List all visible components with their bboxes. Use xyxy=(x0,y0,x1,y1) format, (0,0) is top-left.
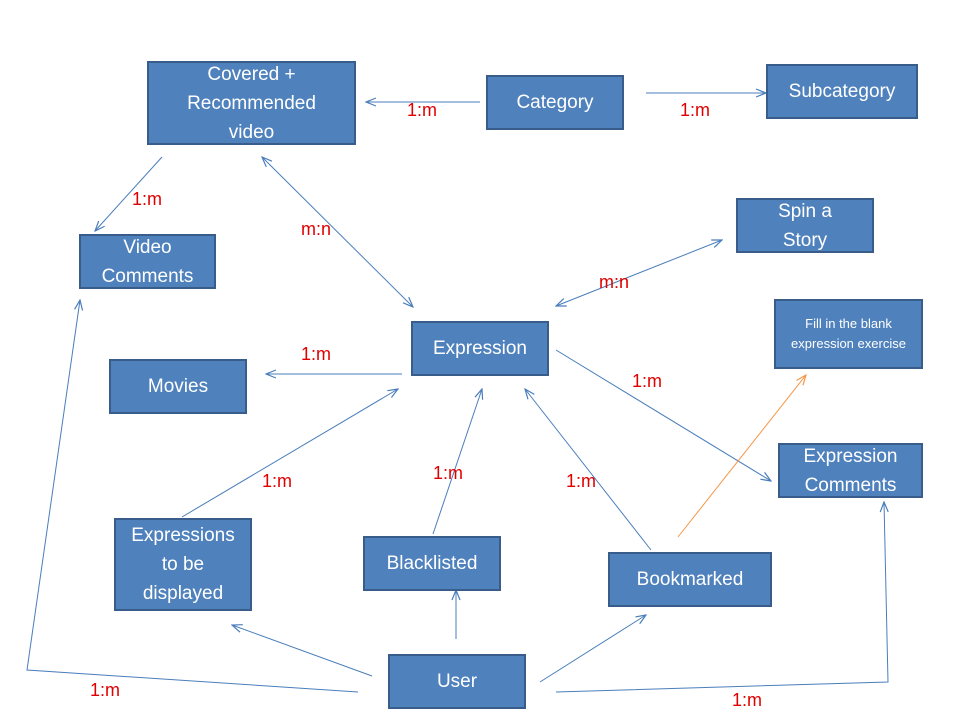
relation-label: 1:m xyxy=(433,463,464,483)
relation-label: 1:m xyxy=(566,471,597,491)
node-covered-recommended-video: Covered + Recommended video xyxy=(147,61,356,145)
relation-label: 1:m xyxy=(632,371,663,391)
node-subcategory: Subcategory xyxy=(766,64,918,119)
relation-label: 1:m xyxy=(90,680,121,700)
relation-label: 1:m xyxy=(301,344,332,364)
node-movies: Movies xyxy=(109,359,247,414)
node-expression: Expression xyxy=(411,321,549,376)
node-blacklisted: Blacklisted xyxy=(363,536,501,591)
arrow-user-bookmarked xyxy=(539,615,646,683)
relation-label: 1:m xyxy=(407,100,438,120)
node-bookmarked: Bookmarked xyxy=(608,552,772,607)
arrow-blacklisted-expression xyxy=(432,389,482,535)
node-category: Category xyxy=(486,75,624,130)
node-user: User xyxy=(388,654,526,709)
arrow-user-video-comments xyxy=(26,300,359,693)
arrow-bookmarked-expression xyxy=(525,389,652,551)
node-video-comments: Video Comments xyxy=(79,234,216,289)
arrow-user-expression-comments xyxy=(555,502,888,693)
relation-label: 1:m xyxy=(680,100,711,120)
node-expression-comments: Expression Comments xyxy=(778,443,923,498)
node-expressions-to-be-displayed: Expressions to be displayed xyxy=(114,518,252,611)
relation-label: m:n xyxy=(599,272,630,292)
relation-label: m:n xyxy=(301,219,332,239)
arrow-expression-spin-story xyxy=(556,240,722,306)
arrow-expression-comments xyxy=(555,349,771,481)
arrow-displayed-expression xyxy=(181,389,398,518)
node-fill-in-the-blank: Fill in the blank expression exercise xyxy=(774,299,923,369)
relation-label: 1:m xyxy=(262,471,293,491)
arrow-user-displayed xyxy=(232,625,373,677)
node-spin-a-story: Spin a Story xyxy=(736,198,874,253)
relation-label: 1:m xyxy=(132,189,163,209)
arrow-covered-expression xyxy=(262,157,413,307)
relation-label: 1:m xyxy=(732,690,763,710)
arrow-bookmarked-fill-blank xyxy=(677,375,806,538)
arrow-covered-video-comments xyxy=(95,156,163,231)
